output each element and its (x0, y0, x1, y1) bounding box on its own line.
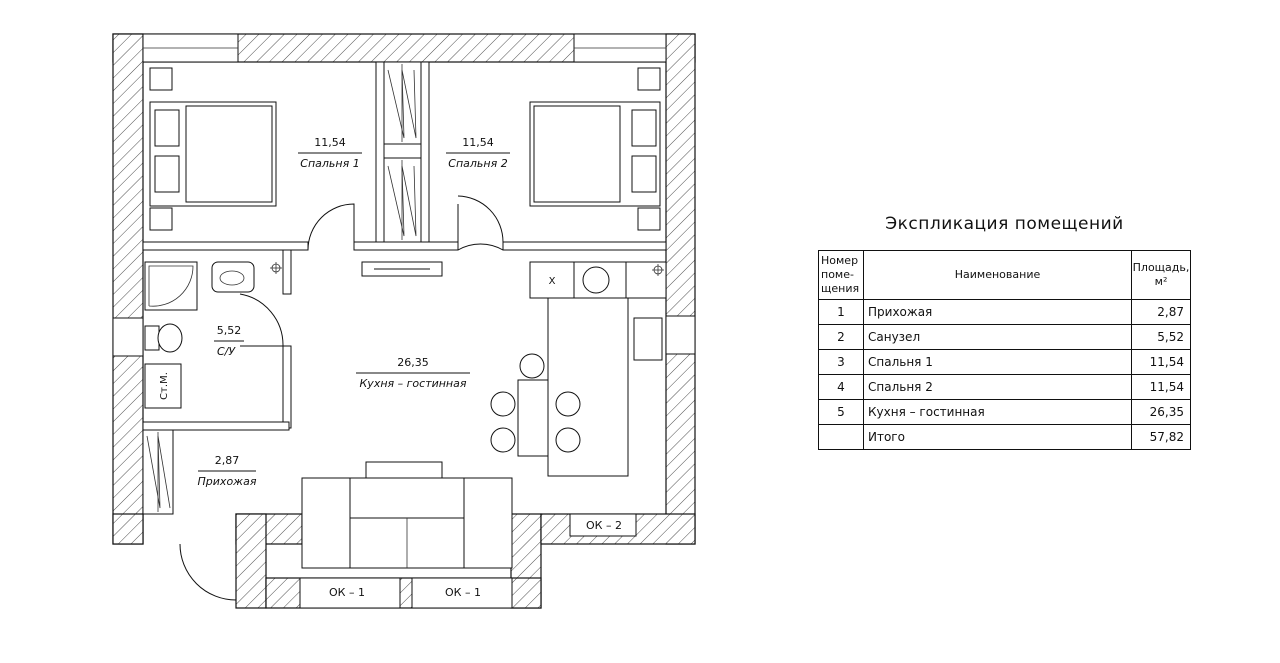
room-labels: 11,54 Спальня 1 11,54 Спальня 2 5,52 С/У… (198, 136, 510, 488)
explication-table: Номер поме- щения Наименование Площадь, … (818, 250, 1191, 450)
header-name: Наименование (863, 250, 1132, 300)
sofa (301, 461, 513, 569)
table-row: 1 Прихожая 2,87 (818, 299, 1191, 325)
row-name: Спальня 2 (863, 374, 1132, 400)
table-row: 2 Санузел 5,52 (818, 324, 1191, 350)
explication-title: Экспликация помещений (885, 214, 1124, 234)
window-label-ok2: ОК – 2 (586, 519, 622, 532)
table-row: 4 Спальня 2 11,54 (818, 374, 1191, 400)
windows: ОК – 1 ОК – 1 ОК – 2 (112, 33, 696, 609)
row-area: 2,87 (1131, 299, 1191, 325)
row-number: 4 (818, 374, 864, 400)
room-area-hallway: 2,87 (215, 454, 240, 467)
room-name-hallway: Прихожая (198, 475, 257, 488)
row-number: 1 (818, 299, 864, 325)
row-area: 57,82 (1131, 424, 1191, 450)
washer-label: Ст.М. (159, 372, 170, 400)
table-row-total: Итого 57,82 (818, 424, 1191, 450)
table-header-row: Номер поме- щения Наименование Площадь, … (818, 250, 1191, 300)
kitchen-furniture: X (361, 261, 667, 477)
room-name-kitchen-living: Кухня – гостинная (360, 377, 467, 390)
row-number: 3 (818, 349, 864, 375)
room-area-bedroom1: 11,54 (314, 136, 346, 149)
row-area: 26,35 (1131, 399, 1191, 425)
bedroom1-furniture (149, 67, 277, 231)
window-label-ok1-right: ОК – 1 (445, 586, 481, 599)
row-name: Спальня 1 (863, 349, 1132, 375)
row-name: Кухня – гостинная (863, 399, 1132, 425)
row-name: Санузел (863, 324, 1132, 350)
table-row: 5 Кухня – гостинная 26,35 (818, 399, 1191, 425)
row-number: 5 (818, 399, 864, 425)
window-label-ok1-left: ОК – 1 (329, 586, 365, 599)
row-name: Итого (863, 424, 1132, 450)
explication-panel: Экспликация помещений Номер поме- щения … (818, 214, 1191, 450)
stove-mark: X (549, 276, 556, 287)
room-name-bedroom2: Спальня 2 (448, 157, 507, 170)
doors (179, 195, 504, 601)
bathroom-fixtures: Ст.М. (144, 261, 282, 409)
row-number (818, 424, 864, 450)
row-number: 2 (818, 324, 864, 350)
row-area: 11,54 (1131, 374, 1191, 400)
row-name: Прихожая (863, 299, 1132, 325)
room-name-bathroom: С/У (217, 345, 236, 358)
room-name-bedroom1: Спальня 1 (300, 157, 359, 170)
wardrobes (142, 61, 422, 515)
interior-partitions (142, 61, 667, 431)
table-row: 3 Спальня 1 11,54 (818, 349, 1191, 375)
room-area-kitchen-living: 26,35 (397, 356, 429, 369)
header-area: Площадь, м² (1131, 250, 1191, 300)
header-number: Номер поме- щения (818, 250, 864, 300)
room-area-bedroom2: 11,54 (462, 136, 494, 149)
room-area-bathroom: 5,52 (217, 324, 242, 337)
row-area: 11,54 (1131, 349, 1191, 375)
bedroom2-furniture (529, 67, 661, 231)
row-area: 5,52 (1131, 324, 1191, 350)
